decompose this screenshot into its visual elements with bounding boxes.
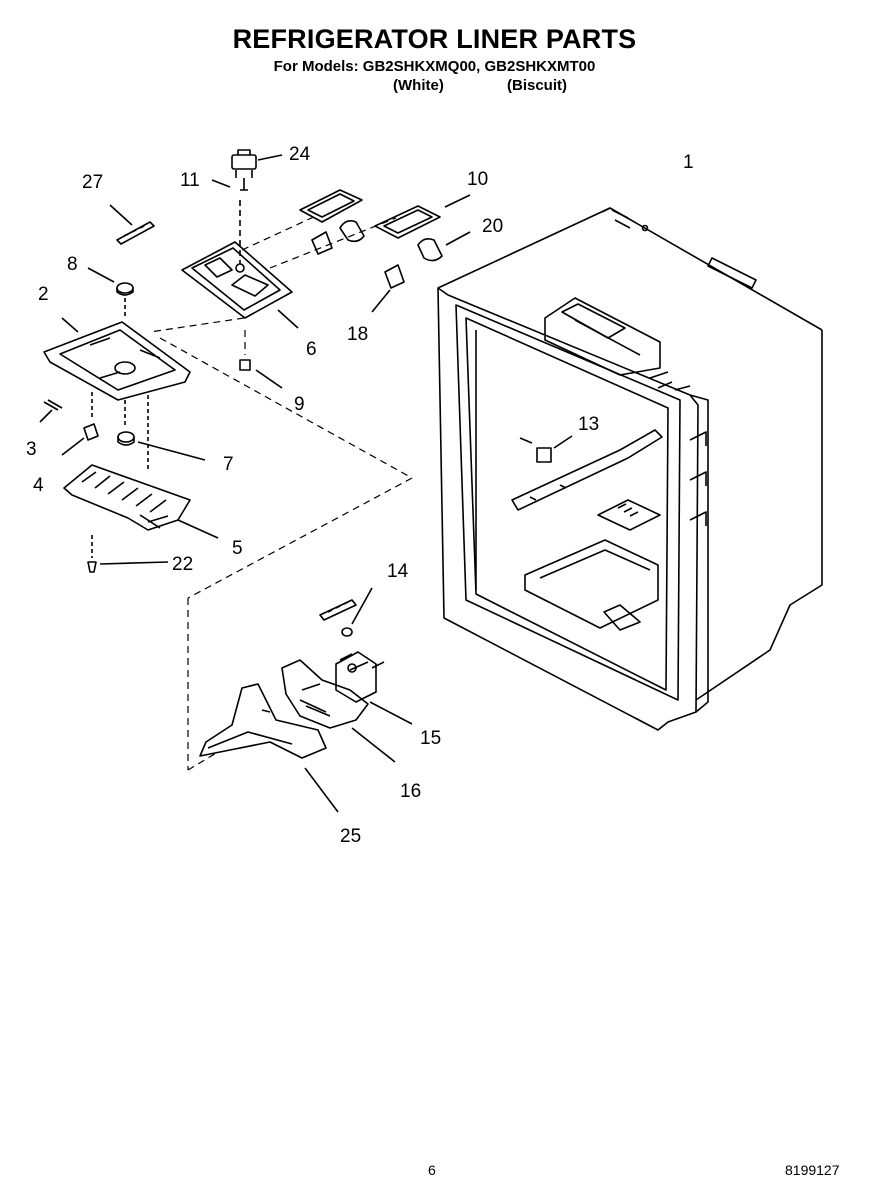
light-bulb-20 [339, 220, 471, 262]
assembly-lines-top [149, 214, 413, 771]
callout-3: 3 [26, 439, 37, 460]
callout-1: 1 [683, 152, 694, 173]
part-3 [39, 399, 63, 423]
light-switch-24 [231, 149, 283, 178]
housing-16 [281, 659, 396, 763]
control-cover-5 [63, 464, 219, 539]
callout-labels: 1 2 3 4 5 6 7 8 9 10 11 13 14 15 16 18 2… [26, 144, 694, 847]
callout-10: 10 [467, 169, 488, 190]
clip-13 [519, 435, 573, 463]
variant-biscuit-label: (Biscuit) [507, 77, 567, 94]
bushing-8 [87, 267, 134, 296]
part-4 [61, 423, 99, 456]
callout-5: 5 [232, 538, 243, 559]
callout-7: 7 [223, 454, 234, 475]
callout-6: 6 [306, 339, 317, 360]
model-list: For Models: GB2SHKXMQ00, GB2SHKXMT00 [273, 58, 596, 75]
callout-11: 11 [180, 170, 200, 191]
control-housing-2 [43, 298, 191, 470]
callout-2: 2 [38, 284, 49, 305]
callout-8: 8 [67, 254, 78, 275]
callout-4: 4 [33, 475, 44, 496]
chute-25 [199, 683, 339, 813]
callout-24: 24 [289, 144, 311, 165]
lamp-socket-18 [311, 231, 405, 313]
callout-20: 20 [482, 216, 503, 237]
callout-9: 9 [294, 394, 305, 415]
page-number: 6 [428, 1162, 436, 1178]
valve-15 [335, 651, 413, 725]
callout-16: 16 [400, 781, 421, 802]
part-9 [239, 359, 283, 389]
liner-cabinet [437, 207, 823, 731]
document-number: 8199127 [785, 1162, 840, 1178]
bushing-7 [117, 431, 206, 461]
callout-22: 22 [172, 554, 193, 575]
callout-25: 25 [340, 826, 361, 847]
callout-15: 15 [420, 728, 441, 749]
lamp-lens-10 [299, 189, 471, 239]
callout-18: 18 [347, 324, 368, 345]
screw-11 [211, 178, 248, 191]
strip-27 [109, 204, 155, 245]
light-housing-6 [181, 200, 299, 329]
callout-14: 14 [387, 561, 409, 582]
callout-27: 27 [82, 172, 103, 193]
variant-white-label: (White) [393, 77, 444, 94]
strip-14 [319, 587, 373, 637]
page-title: REFRIGERATOR LINER PARTS [232, 24, 637, 54]
screw-22 [87, 535, 169, 573]
callout-13: 13 [578, 414, 599, 435]
